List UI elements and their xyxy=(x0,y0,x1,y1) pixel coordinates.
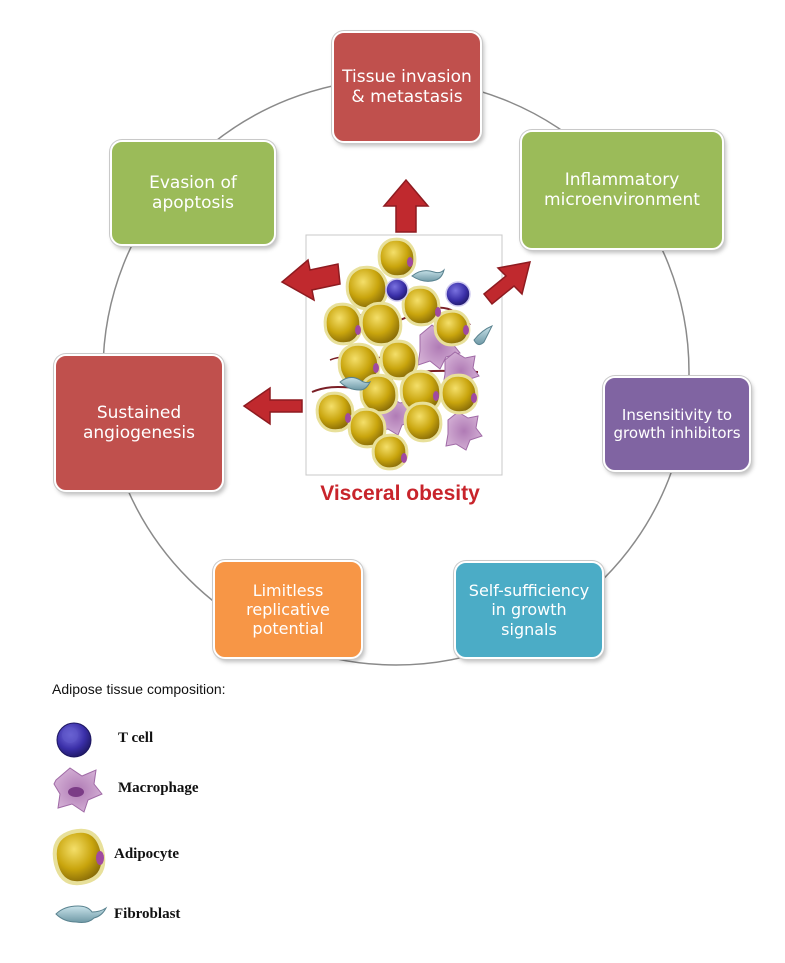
node-insensitivity: Insensitivity to growth inhibitors xyxy=(603,376,751,472)
arrow-to-inflammatory xyxy=(482,261,532,306)
arrow-to-apoptosis xyxy=(280,258,341,302)
node-inflammatory: Inflammatory microenvironment xyxy=(520,130,724,250)
adipose-tissue-cluster xyxy=(311,237,494,471)
legend-label-t-cell: T cell xyxy=(118,730,154,746)
arrows xyxy=(242,178,532,426)
node-limitless: Limitless replicative potential xyxy=(213,560,363,659)
node-apoptosis: Evasion of apoptosis xyxy=(110,140,276,246)
node-angiogenesis: Sustained angiogenesis xyxy=(54,354,224,492)
adipocyte-icon xyxy=(52,828,106,886)
legend-title: Adipose tissue composition: xyxy=(52,681,226,697)
node-tissue-invasion: Tissue invasion & metastasis xyxy=(332,31,482,143)
node-self-sufficiency: Self-sufficiency in growth signals xyxy=(454,561,604,659)
arrow-to-angiogenesis xyxy=(242,386,303,426)
legend-label-fibroblast: Fibroblast xyxy=(114,906,181,922)
legend-label-adipocyte: Adipocyte xyxy=(114,846,179,862)
fibroblast-icon xyxy=(55,905,108,923)
t-cell-icon xyxy=(56,722,92,758)
arrow-to-tissue-invasion xyxy=(382,178,430,233)
center-label: Visceral obesity xyxy=(320,482,480,505)
macrophage-icon xyxy=(53,767,103,813)
legend-label-macrophage: Macrophage xyxy=(118,780,199,796)
legend-icons xyxy=(52,722,108,923)
